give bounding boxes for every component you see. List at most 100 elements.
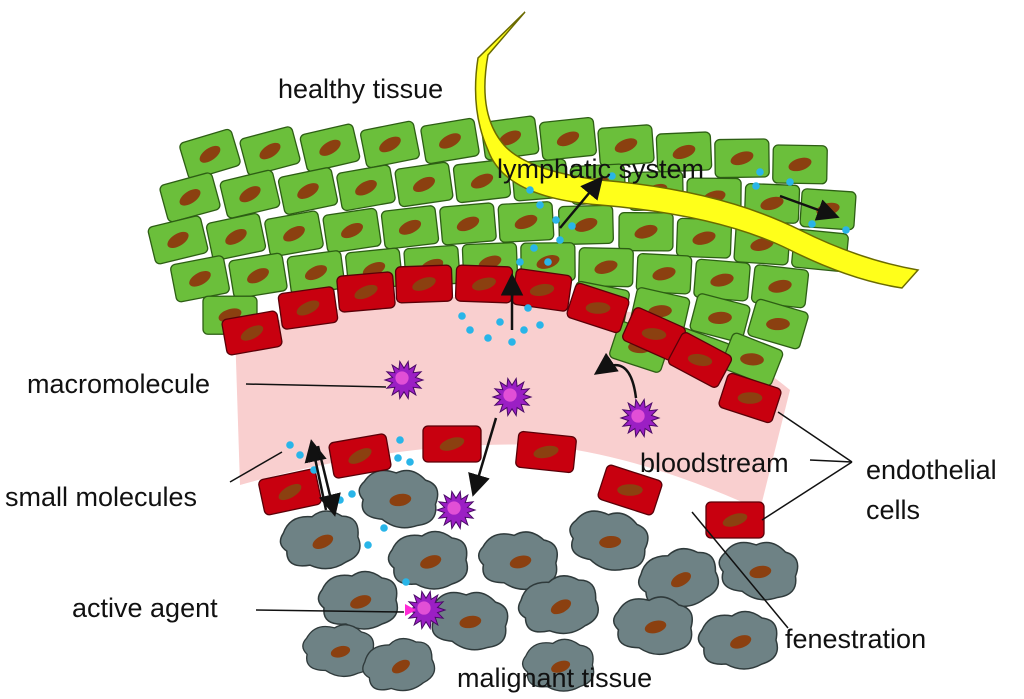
healthy-cell: [299, 123, 361, 173]
small-molecule: [406, 458, 414, 466]
small-molecule: [756, 168, 764, 176]
nucleus: [354, 284, 378, 300]
label-leader-lines: [229, 383, 853, 629]
endothelial-cell: [515, 430, 577, 474]
nucleus: [350, 595, 372, 609]
endothelial-cell: [667, 332, 733, 388]
healthy-cell: [772, 144, 828, 185]
nucleus: [398, 219, 422, 235]
leader-endothelial-upper: [777, 411, 853, 463]
malignant-cell: [521, 638, 595, 692]
label-bloodstream: bloodstream: [640, 448, 789, 478]
malignant-cell: [317, 570, 399, 630]
malignant-cell: [569, 510, 649, 571]
arrow-into-lymph: [559, 176, 604, 229]
small-molecules-group: [286, 168, 850, 586]
small-molecule: [608, 172, 616, 180]
leader-fenestration: [691, 511, 789, 629]
small-molecule: [842, 226, 850, 234]
small-molecule: [568, 222, 576, 230]
small-molecule: [786, 178, 794, 186]
nucleus: [749, 565, 772, 579]
nucleus: [551, 660, 571, 673]
small-molecule: [752, 182, 760, 190]
nucleus: [319, 139, 341, 156]
healthy-cell: [147, 215, 209, 265]
nucleus: [533, 445, 559, 459]
macromolecule: [619, 398, 661, 438]
healthy-cell: [170, 255, 230, 303]
small-molecule: [516, 258, 524, 266]
healthy-cell: [655, 131, 713, 173]
healthy-cell: [336, 164, 396, 212]
small-molecule: [544, 258, 552, 266]
healthy-cell: [539, 116, 597, 161]
nucleus: [439, 133, 461, 149]
healthy-cell: [689, 293, 751, 343]
nucleus: [750, 237, 774, 251]
healthy-cell: [205, 213, 267, 261]
arrow-lymph-flow: [779, 194, 840, 221]
label-macromolecule: macromolecule: [27, 369, 211, 399]
nucleus: [687, 353, 713, 367]
lymphatic-vessel-shape: [474, 11, 920, 289]
label-malignant-tissue: malignant tissue: [457, 663, 653, 693]
macromolecule: [435, 490, 477, 530]
nucleus: [760, 196, 784, 211]
leader-active-agent: [255, 609, 405, 613]
nucleus: [472, 277, 496, 291]
endothelial-cell: [336, 271, 396, 313]
healthy-cell: [578, 247, 634, 288]
nucleus: [304, 265, 328, 281]
malignant-cell: [718, 541, 799, 601]
nucleus: [529, 283, 555, 297]
healthy-tissue-layer: [147, 115, 857, 387]
malignant-cell: [517, 575, 599, 635]
nucleus: [259, 142, 281, 160]
nucleus: [730, 151, 754, 166]
small-molecule: [530, 244, 538, 252]
nucleus: [574, 217, 598, 232]
nucleus: [470, 173, 494, 189]
nucleus: [312, 534, 334, 549]
macromolecules-group: [383, 360, 661, 630]
endothelial-cell: [511, 268, 573, 312]
small-molecule: [496, 318, 504, 326]
small-molecule: [286, 441, 294, 449]
nucleus: [509, 555, 532, 569]
small-molecule: [296, 451, 304, 459]
label-active-agent: active agent: [72, 593, 218, 623]
label-fenestration: fenestration: [785, 624, 927, 654]
nucleus: [766, 318, 790, 331]
endothelial-layer-upper: [221, 264, 782, 424]
healthy-cell: [420, 117, 480, 165]
small-molecule: [348, 490, 356, 498]
endothelial-cell: [394, 264, 454, 304]
malignant-cell: [387, 530, 469, 590]
nucleus: [514, 214, 538, 230]
nucleus: [179, 189, 201, 206]
nucleus: [225, 228, 247, 245]
endothelial-cell: [258, 468, 322, 516]
nucleus: [283, 226, 305, 242]
nucleus: [594, 260, 618, 274]
endothelial-cell: [454, 264, 514, 304]
macromolecule-core: [395, 371, 409, 385]
nucleus: [412, 277, 436, 291]
nucleus: [498, 130, 522, 146]
nucleus: [634, 224, 658, 239]
healthy-cell: [380, 205, 440, 250]
nucleus: [722, 513, 748, 527]
healthy-cell: [394, 161, 454, 208]
nucleus: [391, 659, 410, 674]
malignant-cell: [428, 591, 509, 651]
small-molecule: [520, 326, 528, 334]
arrow-small-in: [316, 445, 341, 517]
nucleus: [652, 267, 676, 281]
nucleus: [672, 144, 696, 160]
nucleus: [379, 136, 401, 153]
endothelial-cell: [705, 501, 765, 539]
small-molecule: [552, 216, 560, 224]
malignant-cell: [697, 610, 779, 670]
